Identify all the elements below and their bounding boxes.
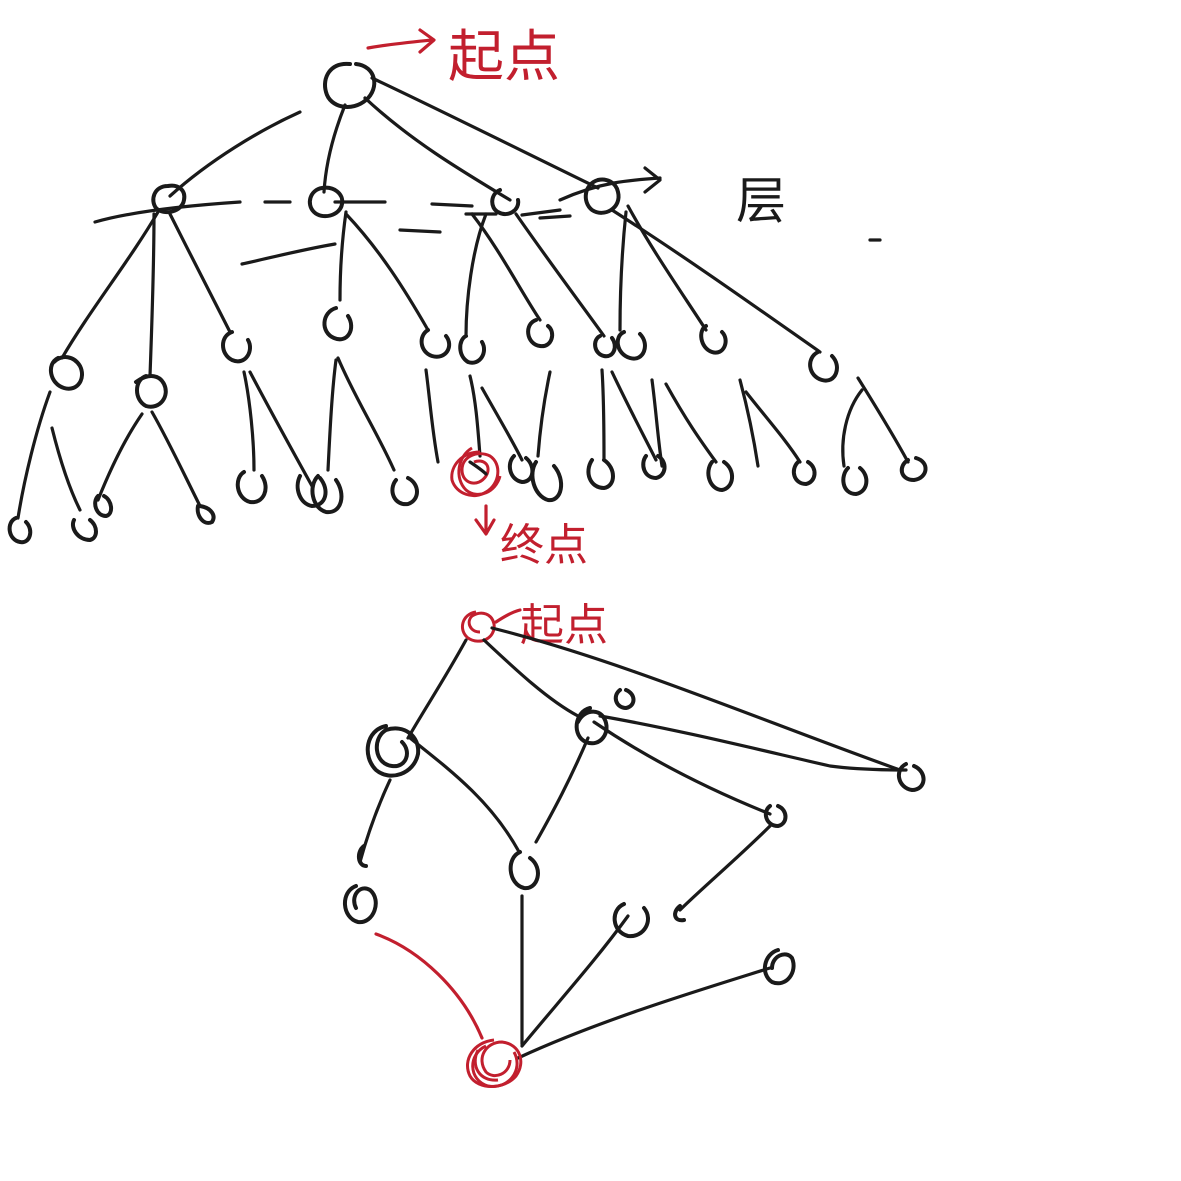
- level-2-edges: [16, 356, 910, 520]
- leaf-node-4: [195, 504, 216, 525]
- node-l1-a: [151, 183, 187, 215]
- dag-edges: [358, 626, 908, 1060]
- leaf-node-14: [791, 460, 817, 486]
- dag-nodes: [343, 688, 926, 986]
- dag-node-g: [508, 850, 540, 891]
- dag-node-a: [365, 724, 421, 778]
- leaf-node-11: [586, 458, 615, 490]
- layer-annotation: 层: [736, 172, 882, 242]
- leaf-node-13: [706, 460, 734, 492]
- leaf-node-3: [93, 494, 113, 518]
- node-l2-11: [808, 350, 839, 383]
- dag-diagram: 起点: [343, 600, 926, 1088]
- leaf-node-15: [841, 466, 869, 496]
- start-label-bottom: 起点: [520, 600, 608, 651]
- leaf-node-5: [235, 470, 268, 505]
- dag-node-k: [762, 948, 796, 986]
- dag-node-h: [343, 884, 378, 925]
- level-1-edges: [60, 204, 822, 378]
- dag-node-b: [574, 706, 609, 746]
- node-l2-8: [593, 334, 617, 359]
- end-label: 终点: [500, 520, 588, 571]
- node-l2-6: [458, 334, 487, 365]
- node-l2-1: [48, 355, 84, 391]
- node-l2-3: [221, 330, 252, 364]
- node-l2-10: [699, 324, 728, 355]
- dag-node-i: [612, 902, 650, 939]
- leaf-node-16: [899, 456, 928, 482]
- leaf-node-7: [310, 474, 344, 515]
- node-l2-7: [526, 318, 555, 349]
- dag-node-c: [613, 688, 636, 710]
- start-label-top: 起点: [448, 25, 560, 90]
- leaf-node-8: [390, 476, 419, 507]
- dag-end-node: [466, 1038, 523, 1088]
- node-l2-4: [322, 306, 354, 342]
- start-annotation-top: 起点: [366, 25, 560, 90]
- leaf-node-10: [530, 460, 564, 503]
- dag-start-node: [460, 610, 496, 643]
- dag-node-j: [673, 904, 686, 923]
- root-edges: [168, 76, 600, 202]
- layer-line-2: [240, 212, 572, 266]
- leaf-node-2: [71, 518, 98, 542]
- dag-path-edge: [374, 932, 484, 1040]
- node-l2-5: [419, 328, 452, 359]
- node-l2-2: [134, 374, 168, 409]
- node-l2-9: [615, 330, 647, 361]
- level-2-nodes: [48, 306, 839, 409]
- node-l1-b: [307, 185, 345, 219]
- leaf-node-12: [641, 454, 667, 480]
- start-annotation-bottom: 起点: [494, 600, 608, 651]
- tree-diagram: 层: [7, 61, 928, 545]
- end-annotation: 终点: [474, 504, 588, 571]
- leaf-node-6: [295, 474, 328, 508]
- end-node-top: [450, 446, 502, 497]
- node-l1-c: [490, 188, 521, 217]
- leaf-node-1: [7, 516, 33, 545]
- leaf-nodes: [7, 454, 928, 545]
- dag-node-d: [896, 762, 926, 792]
- dag-node-e: [763, 804, 788, 828]
- layer-label: 层: [736, 172, 786, 230]
- dag-node-f: [357, 844, 368, 868]
